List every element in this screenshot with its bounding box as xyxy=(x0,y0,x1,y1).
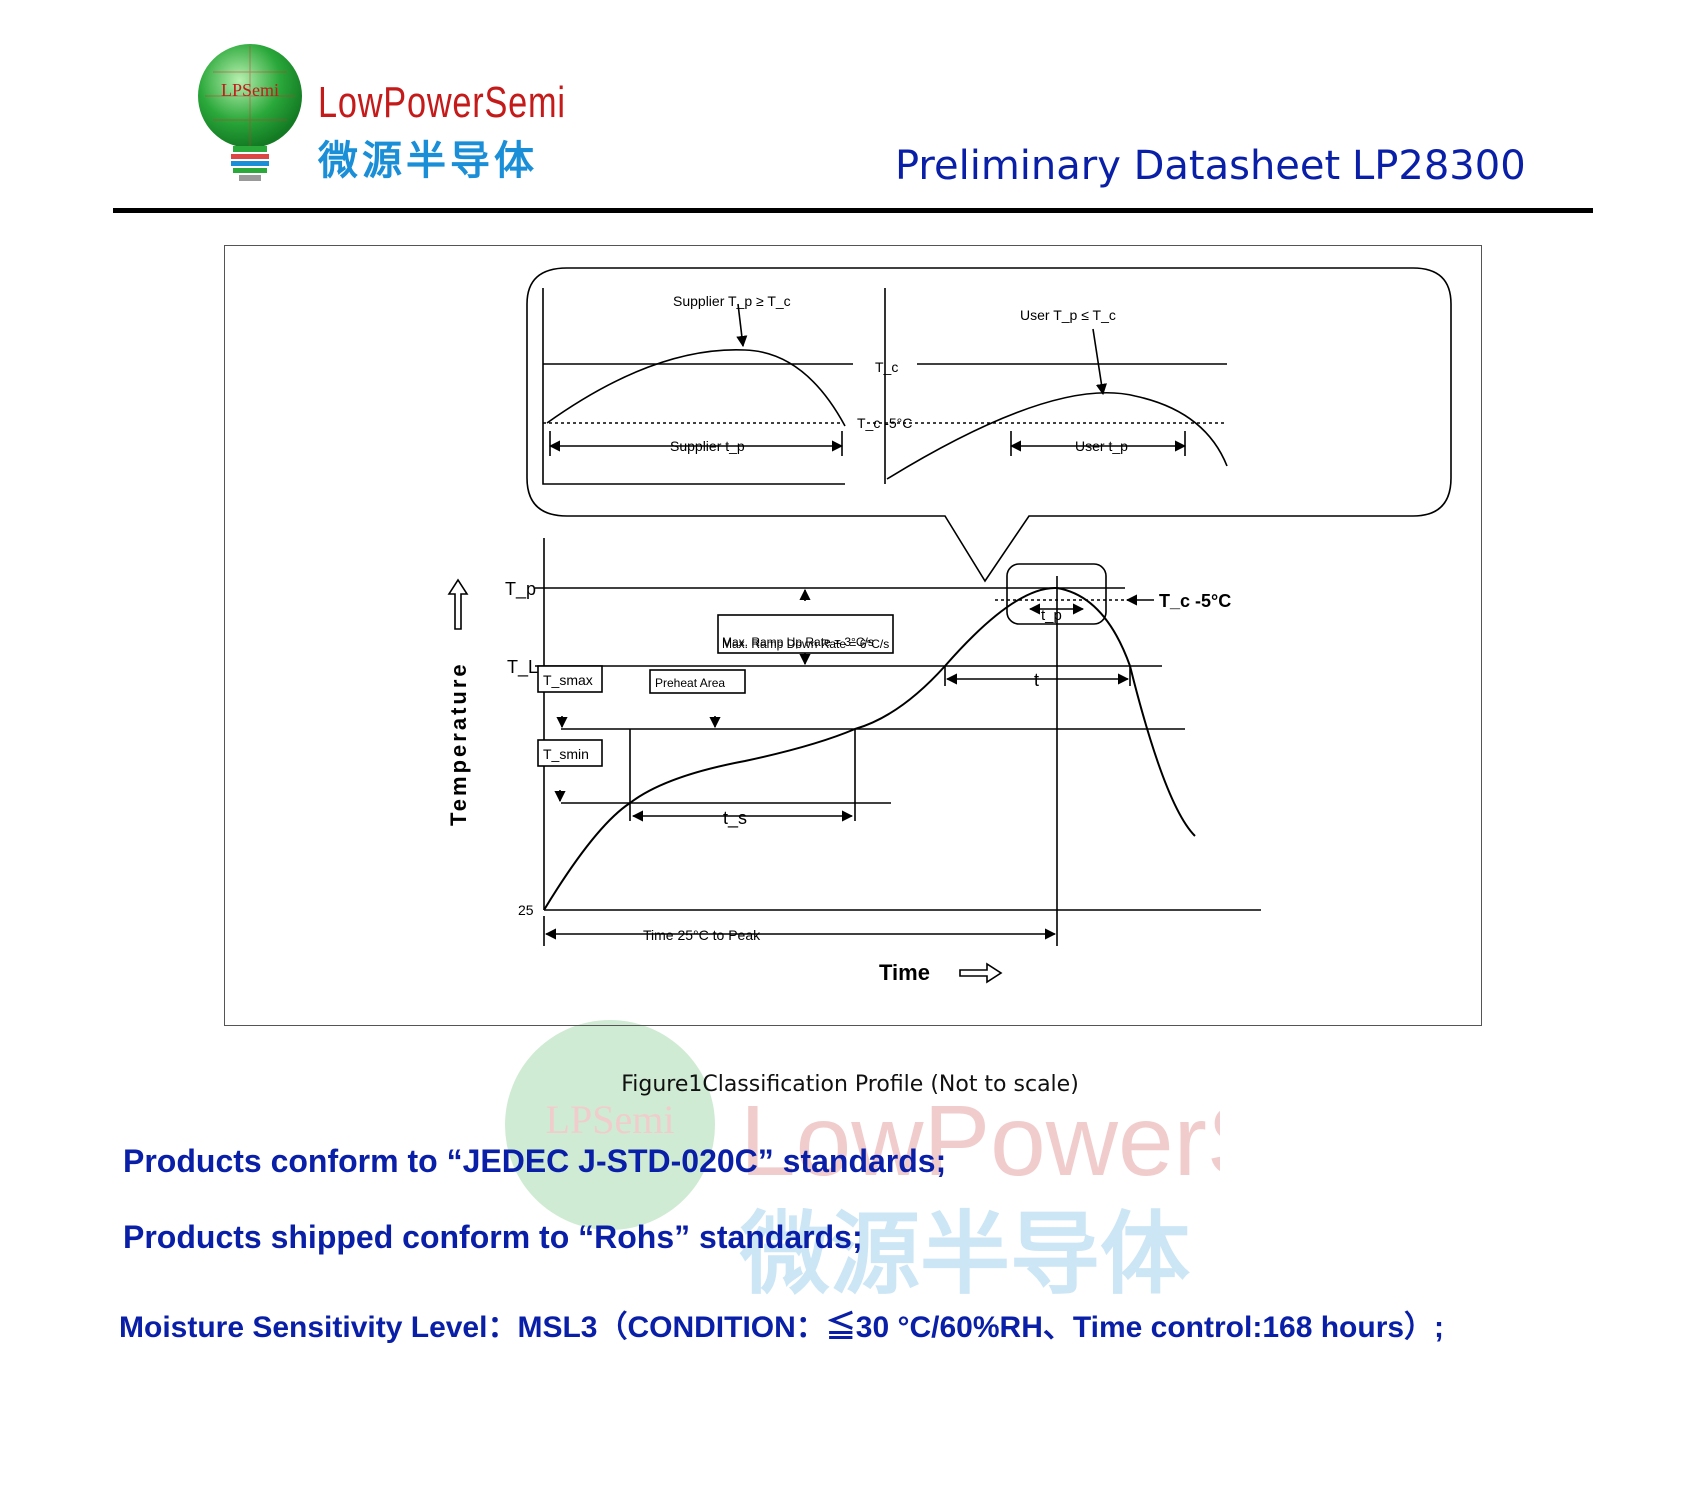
time-arrow-icon xyxy=(959,962,1003,984)
time-to-peak-label: Time 25°C to Peak xyxy=(643,927,761,943)
brand-name-cn: 微源半导体 xyxy=(318,139,538,183)
reflow-profile-diagram: Supplier T_p ≥ T_c User T_p ≤ T_c T_c T_… xyxy=(446,267,1452,985)
watermark-logo: LPSemi LowPowerSemi 微源半导体 xyxy=(505,1020,1220,1307)
watermark-badge: LPSemi xyxy=(546,1097,675,1142)
inset-left-axes xyxy=(542,288,845,485)
tp-small-label: t_p xyxy=(1041,607,1062,624)
figure-caption: Figure1Classification Profile (Not to sc… xyxy=(621,1072,1079,1097)
reflow-profile-figure: Supplier T_p ≥ T_c User T_p ≤ T_c T_c T_… xyxy=(224,245,1482,1026)
inset-tc5-label: T_c -5°C xyxy=(857,415,912,431)
inset-right-curve xyxy=(886,391,1228,480)
temperature-arrow-icon xyxy=(447,578,469,630)
brand-name-en: LowPowerSemi xyxy=(318,78,566,127)
inset-left-callout: Supplier T_p ≥ T_c xyxy=(673,293,791,309)
t-label: t xyxy=(1034,670,1039,690)
tl-axis-label: T_L xyxy=(507,657,538,678)
document-title: Preliminary Datasheet xyxy=(895,143,1341,189)
y-axis-title: Temperature xyxy=(446,661,471,826)
inset-right-callout: User T_p ≤ T_c xyxy=(1020,307,1116,323)
tc5-main-label: T_c -5°C xyxy=(1159,591,1231,611)
preheat-area-label: Preheat Area xyxy=(655,676,725,690)
inset-callout-frame xyxy=(526,267,1452,583)
inset-supplier-tp-label: Supplier t_p xyxy=(670,438,745,454)
ramp-up-rate: Max. Ramp Up Rate = 3°C/s xyxy=(722,635,874,649)
rohs-statement: Products shipped conform to “Rohs” stand… xyxy=(123,1219,863,1255)
part-number: LP28300 xyxy=(1352,143,1526,189)
header-divider xyxy=(113,208,1593,213)
watermark-brand-en: LowPowerSemi xyxy=(740,1085,1220,1197)
inset-tc-label: T_c xyxy=(875,359,898,375)
tsmax-label: T_smax xyxy=(543,672,593,688)
ramp-down-rate: Max. Ramp Down Rate = 6°C/s xyxy=(722,637,889,651)
logo-badge-text: LPSemi xyxy=(221,80,279,100)
inset-left-curve xyxy=(546,349,846,427)
company-logo: LPSemi xyxy=(198,44,302,181)
jedec-statement: Products conform to “JEDEC J-STD-020C” s… xyxy=(123,1143,947,1179)
ts-label: t_s xyxy=(723,808,747,829)
msl-statement: Moisture Sensitivity Level：MSL3（CONDITIO… xyxy=(119,1311,1445,1344)
tsmin-label: T_smin xyxy=(543,746,589,762)
reflow-profile-curve xyxy=(543,586,1196,911)
x-axis-title: Time xyxy=(879,960,930,985)
tp-axis-label: T_p xyxy=(505,579,536,600)
inset-user-tp-label: User t_p xyxy=(1075,438,1128,454)
t25-axis-label: 25 xyxy=(518,902,534,918)
watermark-brand-cn: 微源半导体 xyxy=(739,1202,1190,1307)
